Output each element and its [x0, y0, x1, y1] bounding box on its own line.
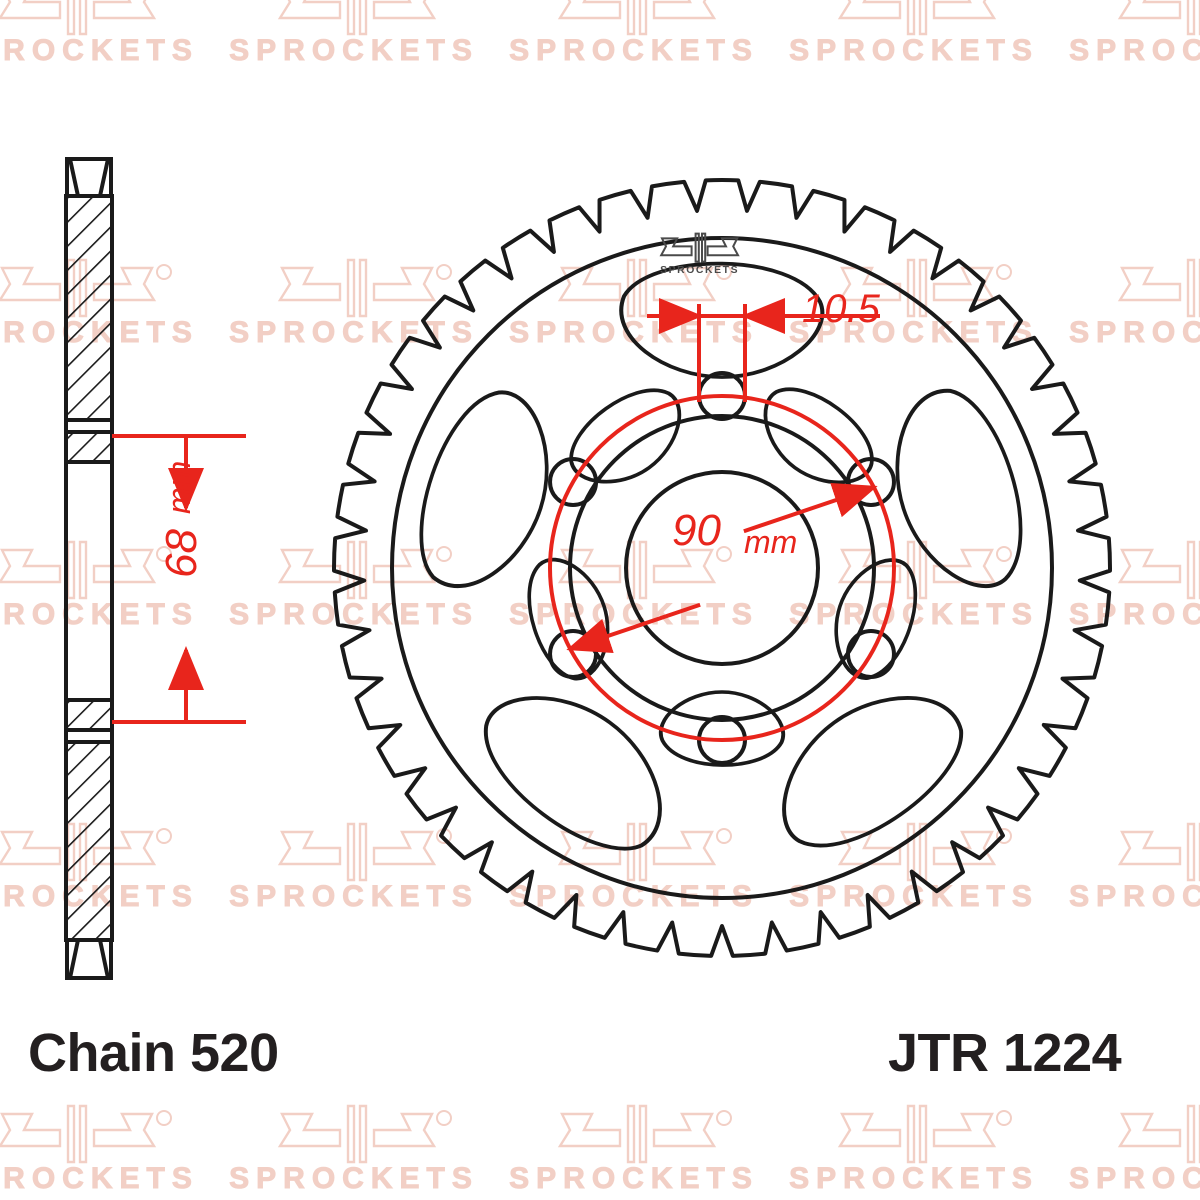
jt-logo-stamp: SPROCKETS [659, 232, 740, 276]
hub-stamp-wordmark: SPROCKETS [660, 265, 739, 276]
web-window-inner [527, 557, 610, 681]
dimension-text-centre-bore: 68 mm [157, 461, 206, 578]
web-window-outer [895, 388, 1023, 589]
web-window-outer [419, 390, 549, 589]
centre-bore-circle [624, 470, 820, 666]
bolt-pitch-circle [548, 394, 896, 742]
svg-text:mm: mm [744, 524, 797, 560]
bore-dimension-68mm [112, 434, 246, 724]
dimension-text-bolt-hole: 10.5 [802, 287, 881, 331]
section-hatching [66, 196, 112, 940]
pcd-leader-left [566, 602, 701, 653]
pcd-leader-right [743, 483, 878, 534]
dimension-text-bolt-circle: 90 mm [672, 506, 797, 560]
web-window-outer [782, 696, 964, 848]
web-window-inner [569, 388, 682, 484]
web-window-inner [658, 690, 786, 767]
svg-text:90: 90 [672, 506, 721, 555]
web-window-outer [619, 261, 825, 379]
web-window-outer [484, 696, 662, 851]
part-number-label: JTR 1224 [888, 1023, 1122, 1083]
lower-tooth-taper [68, 939, 110, 979]
bolt-hole-dimension-10-5 [647, 298, 880, 402]
hub-outer-circle [568, 414, 876, 722]
chain-size-label: Chain 520 [28, 1023, 279, 1083]
upper-tooth-taper [68, 158, 110, 197]
side-section-view [64, 157, 114, 980]
svg-text:mm: mm [161, 461, 197, 514]
front-view-dimensions: 10.5 90 mm 68 mm [157, 287, 896, 742]
section-step-lines [66, 194, 112, 942]
web-window-inner [763, 387, 874, 485]
sprocket-teeth-profile [332, 177, 1112, 958]
bolt-hole [845, 629, 896, 679]
svg-text:68: 68 [157, 529, 206, 578]
web-window-inner [834, 558, 918, 680]
bolt-hole [548, 457, 599, 507]
